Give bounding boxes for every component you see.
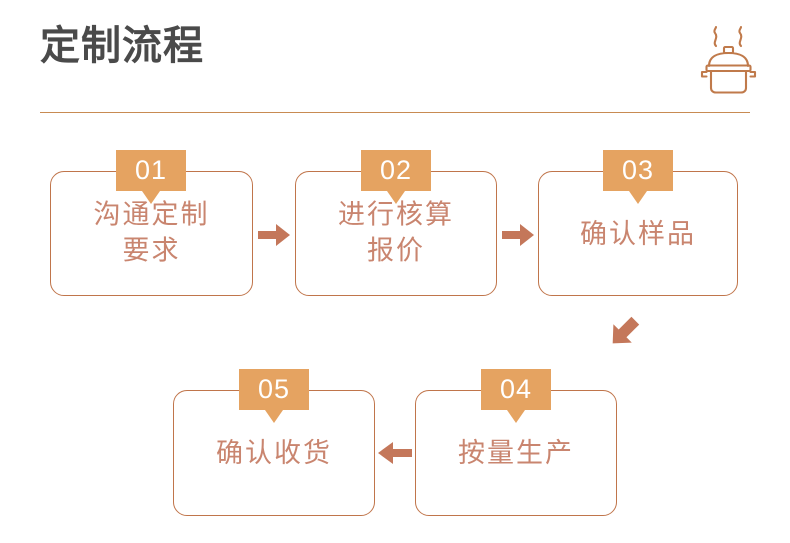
step-number-badge-05: 05 — [239, 369, 309, 423]
step-label-05: 确认收货 — [216, 438, 332, 468]
arrow-down-left-icon — [604, 312, 644, 352]
page-title: 定制流程 — [40, 24, 204, 68]
step-number-badge-04: 04 — [481, 369, 551, 423]
step-number-badge-01: 01 — [116, 150, 186, 204]
step-number-badge-03: 03 — [603, 150, 673, 204]
step-label-03: 确认样品 — [580, 218, 696, 249]
header-divider — [40, 112, 750, 113]
arrow-right-icon — [256, 220, 292, 250]
step-label-04: 按量生产 — [458, 438, 574, 468]
arrow-left-icon — [376, 438, 414, 468]
arrow-right-icon — [500, 220, 536, 250]
step-label-01: 沟通定制 要求 — [93, 199, 210, 266]
step-label-02: 进行核算 报价 — [338, 199, 454, 266]
cooking-pot-icon — [692, 22, 764, 98]
step-number-badge-02: 02 — [361, 150, 431, 204]
